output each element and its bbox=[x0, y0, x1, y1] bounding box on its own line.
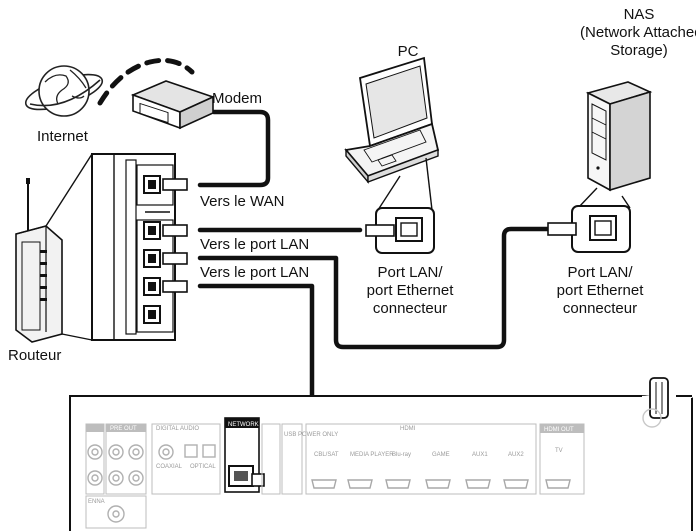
panel-hdmi-label: HDMI bbox=[400, 426, 416, 432]
panel-bluray-label: Blu-ray bbox=[392, 452, 411, 458]
internet-label: Internet bbox=[37, 128, 88, 145]
router-wan-port bbox=[143, 175, 161, 194]
receiver-cable-plug bbox=[251, 473, 265, 487]
nas-label-line2: (Network Attached bbox=[580, 24, 696, 41]
panel-optical-label: OPTICAL bbox=[190, 464, 216, 470]
nas-port-caption: Port LAN/ port Ethernet connecteur bbox=[540, 264, 660, 318]
pc-port-line3: connecteur bbox=[372, 300, 448, 317]
router-cable-plugs bbox=[162, 178, 188, 293]
internet-dashed-link bbox=[97, 57, 195, 106]
modem-icon bbox=[130, 80, 216, 130]
antenna-icon bbox=[642, 377, 669, 428]
cable-modem-wan bbox=[197, 109, 271, 188]
nas-icon bbox=[585, 81, 653, 192]
panel-game-label: GAME bbox=[432, 452, 450, 458]
panel-rca-jacks bbox=[87, 444, 216, 523]
panel-coaxial-label: COAXIAL bbox=[156, 464, 183, 470]
router-lan-port-1 bbox=[143, 221, 161, 240]
pc-port-caption: Port LAN/ port Ethernet connecteur bbox=[350, 264, 470, 318]
panel-aux1-label: AUX1 bbox=[472, 452, 488, 458]
to-lan-label-1: Vers le port LAN bbox=[200, 236, 310, 253]
panel-preout-label: PRE OUT bbox=[110, 426, 137, 432]
nas-zoom-callout bbox=[577, 187, 631, 209]
panel-media-player-label: MEDIA PLAYER bbox=[350, 452, 394, 458]
panel-cblsat-label: CBL/SAT bbox=[314, 452, 339, 458]
pc-label: PC bbox=[397, 43, 419, 60]
pc-lan-port bbox=[365, 207, 435, 254]
router-lan-port-2 bbox=[143, 249, 161, 268]
modem-label: Modem bbox=[212, 90, 263, 107]
pc-laptop-icon bbox=[344, 56, 440, 184]
router-label: Routeur bbox=[8, 347, 62, 364]
to-lan-label-2: Vers le port LAN bbox=[200, 264, 310, 281]
nas-title: NAS (Network Attached Storage) bbox=[580, 6, 696, 60]
panel-tv-label: TV bbox=[555, 448, 563, 454]
panel-aux2-label: AUX2 bbox=[508, 452, 524, 458]
nas-port-line1: Port LAN/ bbox=[567, 264, 633, 281]
pc-port-line1: Port LAN/ bbox=[377, 264, 443, 281]
to-wan-label: Vers le WAN bbox=[200, 193, 285, 210]
panel-hdmi-out-label: HDMI OUT bbox=[544, 427, 574, 433]
panel-antenna-label: ENNA bbox=[88, 499, 105, 505]
router-zoom-callout bbox=[45, 153, 93, 341]
nas-lan-port bbox=[547, 205, 631, 253]
router-lan-port-4 bbox=[143, 305, 161, 324]
cable-router-nas bbox=[197, 226, 551, 350]
internet-globe-icon bbox=[24, 65, 104, 117]
pc-zoom-callout bbox=[377, 157, 433, 211]
router-icon bbox=[15, 178, 63, 343]
receiver-rear-panel: PRE OUT DIGITAL AUDIO COAXIAL OPTICAL EN… bbox=[69, 377, 693, 531]
panel-usb-label: USB POWER ONLY bbox=[284, 432, 338, 438]
panel-digital-audio-label: DIGITAL AUDIO bbox=[156, 426, 199, 432]
nas-label-line3: Storage) bbox=[610, 42, 668, 59]
panel-usb-section bbox=[261, 423, 303, 495]
nas-port-line2: port Ethernet bbox=[556, 282, 644, 299]
nas-port-line3: connecteur bbox=[562, 300, 638, 317]
nas-label-line1: NAS bbox=[623, 6, 655, 23]
router-lan-port-3 bbox=[143, 277, 161, 296]
pc-port-line2: port Ethernet bbox=[366, 282, 454, 299]
panel-network-label: NETWORK bbox=[228, 422, 259, 428]
panel-hdmi-ports bbox=[311, 479, 571, 489]
